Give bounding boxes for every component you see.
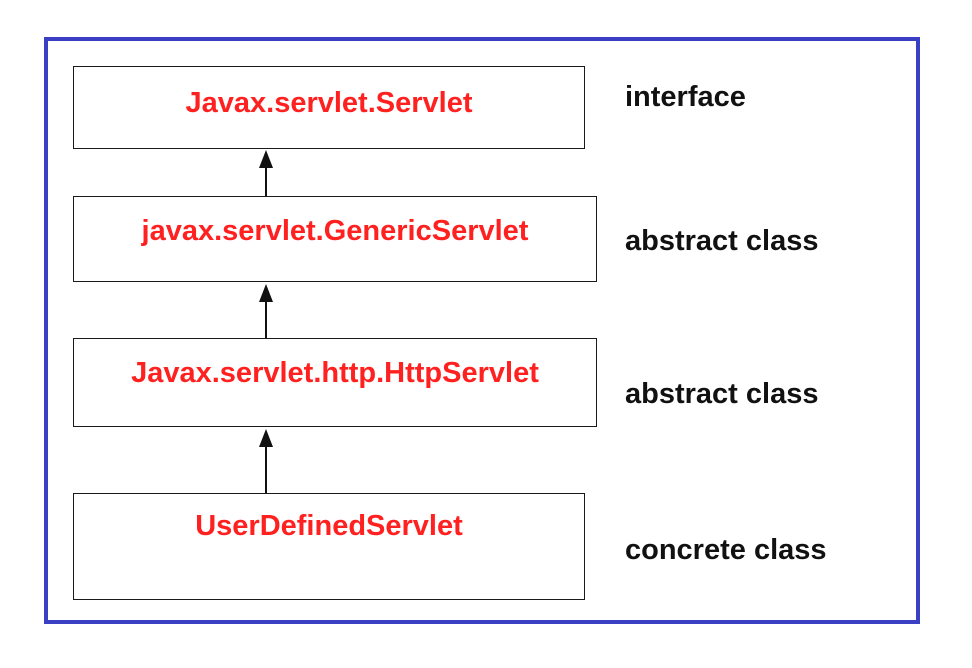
- kind-label-abstract-class-2: abstract class: [625, 378, 819, 410]
- class-name-http-servlet: Javax.servlet.http.HttpServlet: [131, 357, 539, 389]
- class-name-servlet: Javax.servlet.Servlet: [185, 87, 473, 119]
- kind-label-interface: interface: [625, 81, 746, 113]
- http-servlet-box: Javax.servlet.http.HttpServlet: [73, 338, 597, 427]
- class-name-user-defined-servlet: UserDefinedServlet: [195, 510, 463, 542]
- servlet-interface-box: Javax.servlet.Servlet: [73, 66, 585, 149]
- kind-label-concrete-class: concrete class: [625, 534, 827, 566]
- kind-label-abstract-class-1: abstract class: [625, 225, 819, 257]
- user-defined-servlet-box: UserDefinedServlet: [73, 493, 585, 600]
- generic-servlet-box: javax.servlet.GenericServlet: [73, 196, 597, 282]
- class-name-generic-servlet: javax.servlet.GenericServlet: [141, 215, 529, 247]
